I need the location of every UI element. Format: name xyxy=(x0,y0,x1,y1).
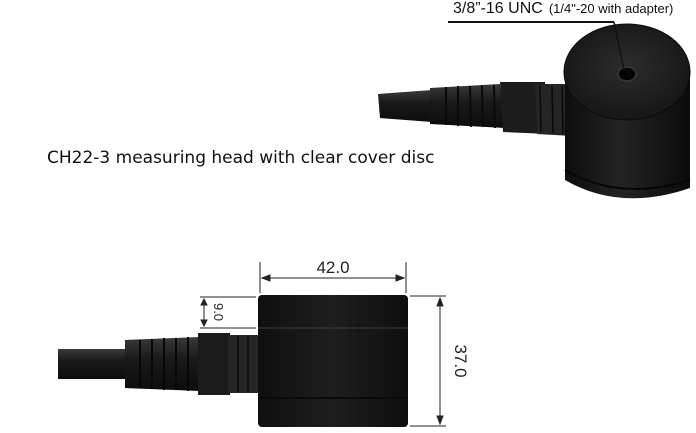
dimension-groove xyxy=(200,296,256,329)
thread-spec: 3/8”-16 UNC xyxy=(453,0,543,17)
cable-side xyxy=(58,333,260,395)
measuring-head-3d-view xyxy=(378,21,691,199)
thread-adapter-note: (1/4"-20 with adapter) xyxy=(548,1,674,16)
dimension-height xyxy=(410,295,446,427)
thread-label: 3/8”-16 UNC (1/4"-20 with adapter) xyxy=(453,0,673,18)
measuring-head-side-view: 42.0 37.0 9.0 xyxy=(58,258,470,427)
dimension-height-label: 37.0 xyxy=(451,344,470,377)
cable-3d xyxy=(378,82,572,136)
dimension-width xyxy=(259,262,407,293)
dimension-groove-label: 9.0 xyxy=(211,303,226,321)
dimension-width-label: 42.0 xyxy=(316,258,349,277)
sensor-body-side xyxy=(258,295,408,427)
sensor-body-3d xyxy=(563,23,691,199)
thread-leader-diagonal xyxy=(613,21,625,71)
figure-caption: CH22-3 measuring head with clear cover d… xyxy=(47,148,435,168)
